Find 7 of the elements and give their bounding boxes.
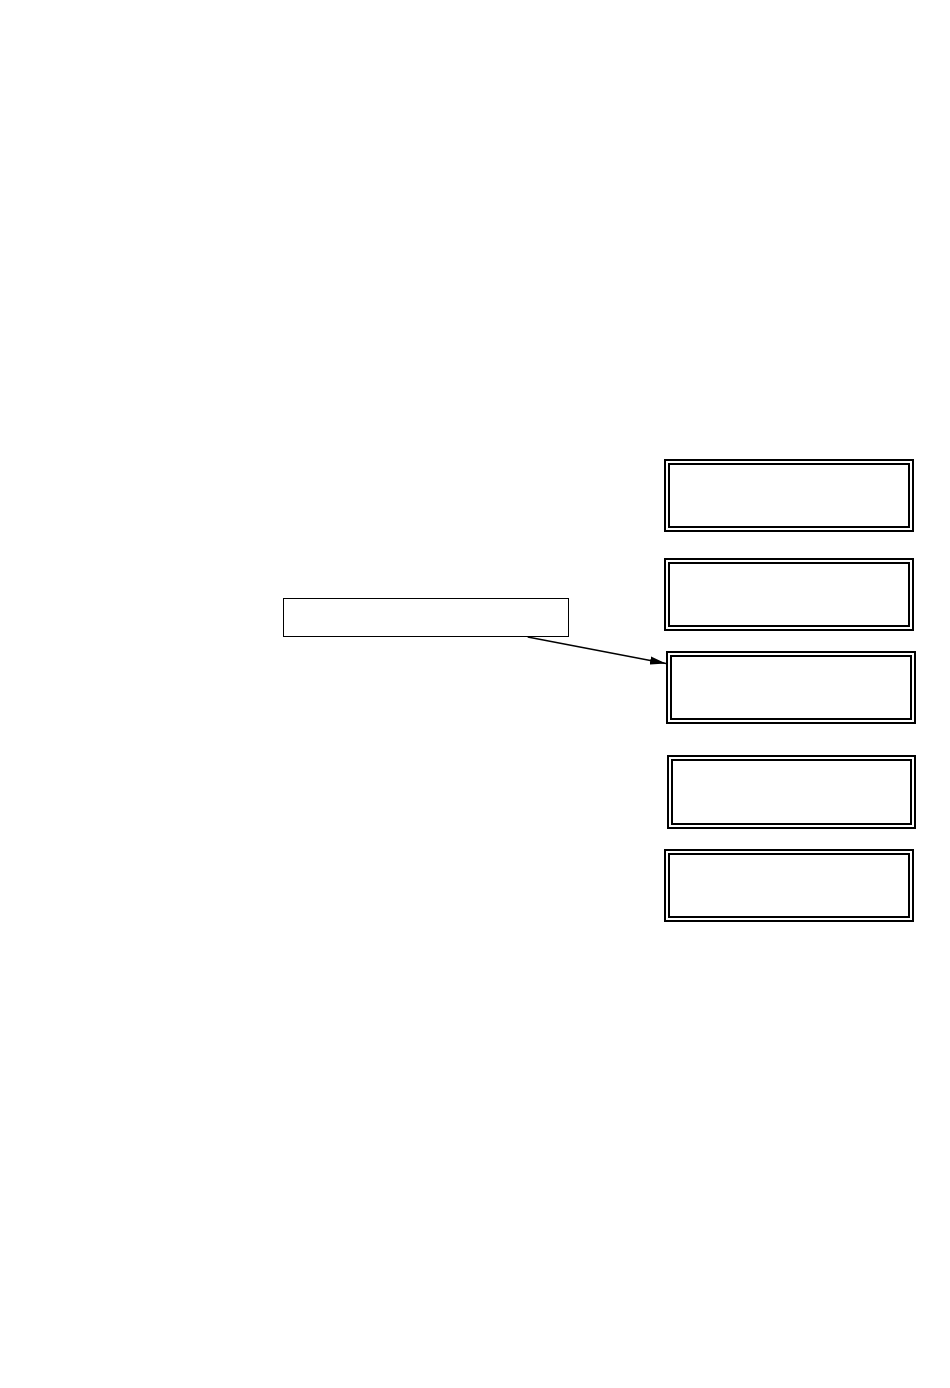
arrow	[527, 636, 667, 665]
callout-box	[283, 598, 569, 637]
display-frame	[664, 558, 914, 631]
display-frame	[666, 651, 916, 724]
display-frame	[664, 849, 914, 922]
display-frame	[664, 459, 914, 532]
display-frame	[667, 755, 916, 829]
